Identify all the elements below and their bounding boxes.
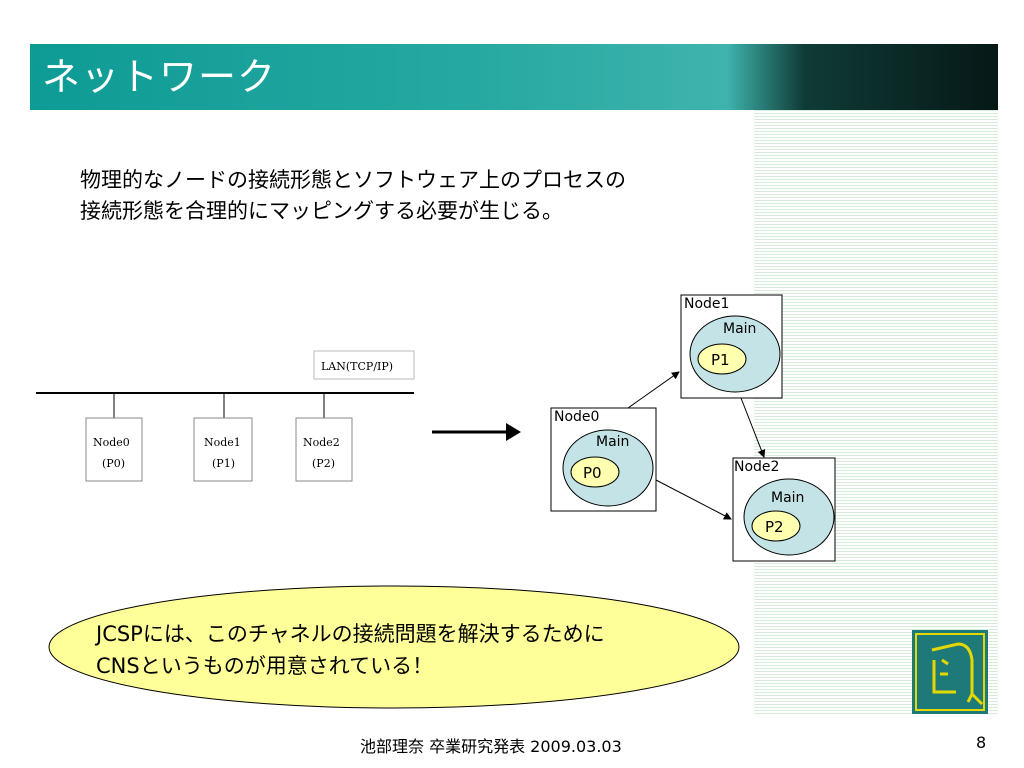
lan-label: LAN(TCP/IP) [321,360,393,373]
arrow-node1-to-node2 [740,397,766,458]
logical-node-1: Node1 Main P1 [680,294,783,399]
logo-icon [912,630,988,714]
decorative-striped-band [754,110,998,715]
logical-node-2-proc: P2 [765,518,784,536]
physical-node-2-proc: (P2) [312,457,335,470]
body-line-2: 接続形態を合理的にマッピングする必要が生じる。 [80,199,563,223]
lan-label-box: LAN(TCP/IP) [313,350,415,380]
physical-node-0-name: Node0 [93,436,130,449]
page-number: 8 [976,733,987,752]
physical-node-2: Node2 (P2) [295,393,353,482]
physical-node-0: Node0 (P0) [85,393,143,482]
callout-line-1: JCSPには、このチャネルの接続問題を解決するために [96,622,605,646]
process-ellipse-1 [697,343,747,375]
body-line-1: 物理的なノードの接続形態とソフトウェア上のプロセスの [80,168,626,192]
logical-node-0-proc: P0 [583,464,602,482]
logical-node-0-main: Main [596,434,629,450]
callout-ellipse [48,585,740,709]
logical-node-0: Node0 Main P0 [550,407,657,512]
footer-text: 池部理奈 卒業研究発表 2009.03.03 [360,737,622,756]
body-text: 物理的なノードの接続形態とソフトウェア上のプロセスの 接続形態を合理的にマッピン… [80,165,626,227]
logical-node-2: Node2 Main P2 [732,457,836,562]
callout-line-2: CNSというものが用意されている！ [96,654,434,678]
physical-node-1-name: Node1 [204,436,241,449]
physical-node-1: Node1 (P1) [193,393,253,482]
logical-node-2-main: Main [771,490,804,506]
process-ellipse-2 [751,510,801,542]
logical-node-2-name: Node2 [734,459,779,475]
logical-node-1-proc: P1 [711,351,730,369]
physical-node-2-name: Node2 [303,436,340,449]
callout-text: JCSPには、このチャネルの接続問題を解決するために CNSというものが用意され… [96,618,605,682]
arrow-node0-to-node1 [627,371,680,409]
logical-node-0-name: Node0 [554,409,599,425]
slide-title: ネットワーク [42,55,277,99]
logical-node-1-main: Main [723,321,756,337]
process-ellipse-0 [570,456,620,488]
physical-node-1-proc: (P1) [212,457,235,470]
title-bar: ネットワーク [30,44,998,110]
physical-node-0-proc: (P0) [102,457,125,470]
arrow-node0-to-node2 [655,479,732,520]
mapping-arrow-icon [432,423,521,441]
logical-node-1-name: Node1 [684,296,729,312]
